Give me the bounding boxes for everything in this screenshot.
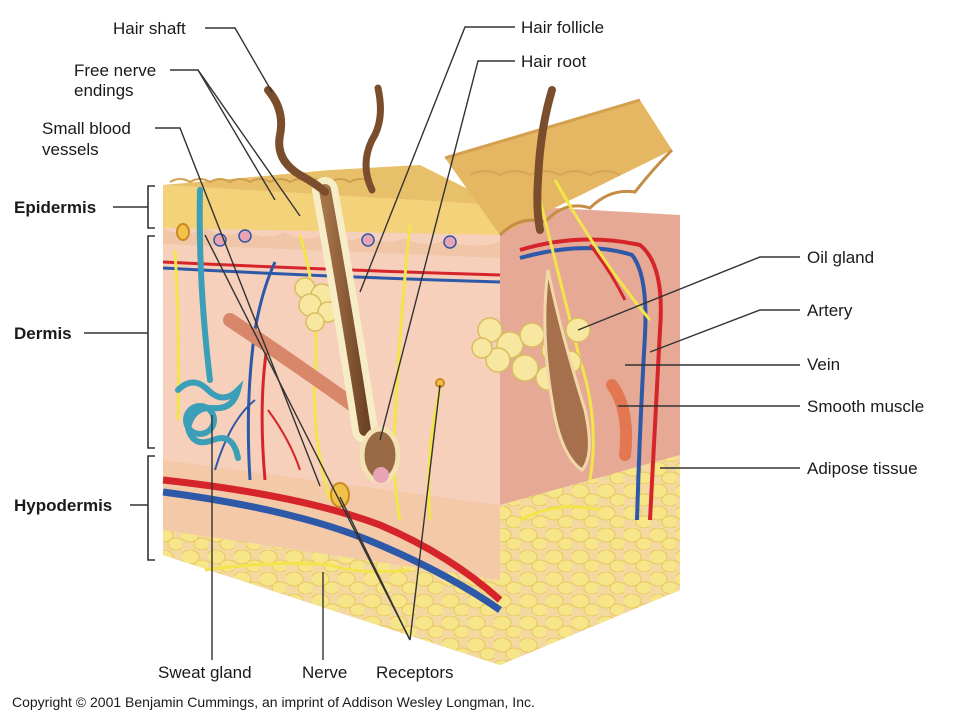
label-artery: Artery bbox=[807, 301, 853, 320]
label-hair-shaft: Hair shaft bbox=[113, 19, 186, 38]
label-adipose-tissue: Adipose tissue bbox=[807, 459, 918, 478]
label-nerve: Nerve bbox=[302, 663, 348, 682]
side-vessels bbox=[519, 237, 663, 521]
label-dermis: Dermis bbox=[14, 324, 72, 343]
label-small-blood-vessels-line2: vessels bbox=[42, 140, 99, 159]
label-free-nerve-endings-line1: Free nerve bbox=[74, 61, 157, 80]
label-sweat-gland: Sweat gland bbox=[158, 663, 252, 682]
label-hair-root: Hair root bbox=[521, 52, 587, 71]
label-vein: Vein bbox=[807, 355, 841, 374]
label-small-blood-vessels-line1: Small blood bbox=[42, 119, 131, 138]
leader-lines bbox=[155, 26, 800, 660]
label-receptors: Receptors bbox=[376, 663, 454, 682]
label-smooth-muscle: Smooth muscle bbox=[807, 397, 925, 416]
label-hypodermis: Hypodermis bbox=[14, 496, 113, 515]
label-hair-follicle: Hair follicle bbox=[521, 18, 605, 37]
sweat-gland bbox=[175, 187, 244, 461]
receptors bbox=[176, 223, 445, 508]
label-free-nerve-endings-line2: endings bbox=[74, 81, 134, 100]
layer-brackets bbox=[84, 185, 155, 561]
label-oil-gland: Oil gland bbox=[807, 248, 875, 267]
copyright-notice: Copyright © 2001 Benjamin Cummings, an i… bbox=[12, 694, 535, 710]
label-epidermis: Epidermis bbox=[14, 198, 97, 217]
arrector-pili-muscle bbox=[223, 313, 633, 461]
hair-structures bbox=[264, 84, 591, 484]
